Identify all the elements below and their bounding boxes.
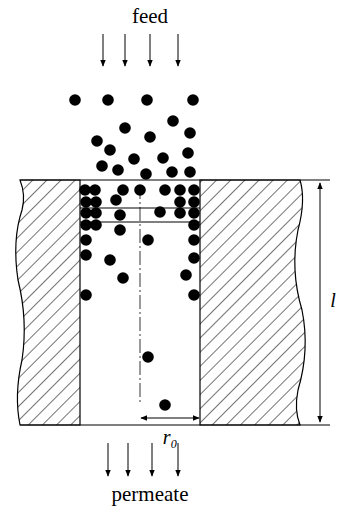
particle: [188, 289, 200, 301]
flow-arrow: [150, 34, 151, 66]
particle: [188, 207, 200, 219]
particle: [102, 94, 114, 106]
length-label: l: [330, 290, 336, 310]
particle: [104, 144, 116, 156]
particle: [188, 184, 200, 196]
particle: [174, 207, 186, 219]
particle: [188, 196, 200, 208]
particle: [141, 94, 153, 106]
pore-wall: [16, 180, 80, 425]
particle: [159, 399, 171, 411]
particle: [89, 184, 101, 196]
particle: [142, 351, 154, 363]
particle: [96, 160, 108, 172]
particle: [91, 135, 103, 147]
particle: [80, 207, 92, 219]
particle: [184, 127, 196, 139]
particle: [188, 234, 200, 246]
flow-arrow: [152, 443, 153, 476]
dimension-line: [141, 418, 199, 419]
particle: [117, 272, 129, 284]
dimension-line: [320, 183, 321, 422]
particle: [80, 219, 92, 231]
flow-arrow: [103, 34, 104, 66]
flow-arrow: [128, 443, 129, 476]
membrane-surface: [20, 179, 330, 180]
particle: [144, 131, 156, 143]
center-line: [140, 185, 141, 405]
particle: [174, 196, 186, 208]
particle: [154, 206, 166, 218]
particle: [128, 153, 140, 165]
flow-arrow: [178, 34, 179, 66]
particle: [69, 94, 81, 106]
particle: [79, 184, 91, 196]
particle: [119, 122, 131, 134]
particle: [188, 252, 200, 264]
particle: [80, 234, 92, 246]
pore-wall: [200, 180, 305, 425]
particle: [114, 224, 126, 236]
particle: [174, 184, 186, 196]
feed-label: feed: [132, 6, 168, 27]
radius-label: r₀: [163, 427, 178, 447]
particle: [90, 207, 102, 219]
particle: [114, 209, 126, 221]
flow-arrow: [108, 443, 109, 476]
particle: [182, 147, 194, 159]
flow-arrow: [178, 443, 179, 476]
particle: [159, 184, 171, 196]
particle: [90, 219, 102, 231]
particle: [180, 269, 192, 281]
particle: [80, 249, 92, 261]
particle: [134, 184, 146, 196]
particle: [142, 234, 154, 246]
particle: [80, 196, 92, 208]
particle: [187, 94, 199, 106]
particle: [110, 194, 122, 206]
particle: [166, 166, 178, 178]
permeate-label: permeate: [112, 484, 189, 505]
particle: [104, 254, 116, 266]
particle: [80, 289, 92, 301]
particle: [112, 164, 124, 176]
particle: [157, 152, 169, 164]
particle: [140, 168, 152, 180]
membrane-surface: [20, 424, 330, 425]
particle: [117, 184, 129, 196]
particle: [167, 115, 179, 127]
particle: [90, 196, 102, 208]
particle: [188, 219, 200, 231]
particle: [184, 166, 196, 178]
flow-arrow: [125, 34, 126, 66]
